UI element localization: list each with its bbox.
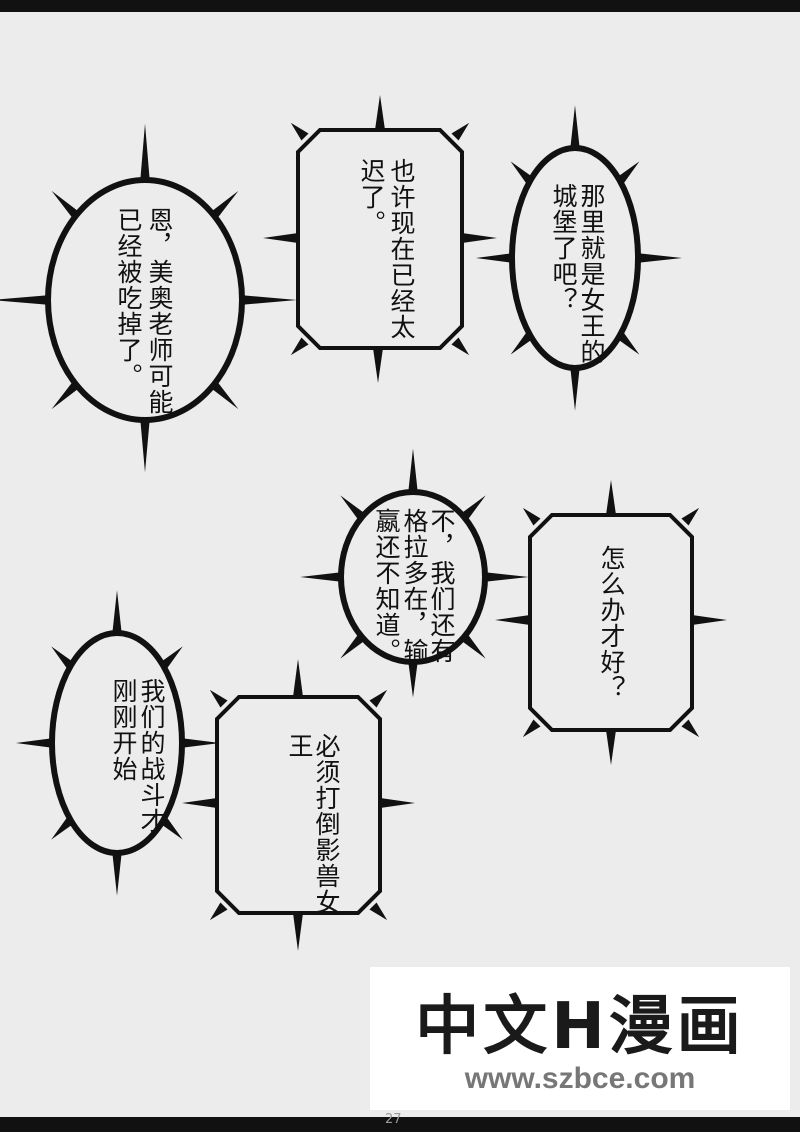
bubble-spike <box>475 253 514 263</box>
bubble-3-outline <box>509 145 641 371</box>
bubble-spike <box>681 507 700 526</box>
bubble-spike <box>239 295 298 305</box>
bubble-line: 不，我们还有 <box>427 508 456 664</box>
bubble-6-outline <box>49 630 185 856</box>
bubble-1-outline <box>45 177 245 423</box>
bubble-line: 也许现在已经太 <box>387 158 416 340</box>
bubble-line: 那里就是女王的 <box>577 183 606 365</box>
page-number: 27 <box>385 1112 402 1127</box>
bubble-spike <box>636 253 683 263</box>
bubble-spike <box>112 590 122 637</box>
bubble-line: 嬴还不知道。 <box>372 508 401 664</box>
bubble-spike <box>495 615 530 625</box>
bubble-spike <box>290 122 309 141</box>
watermark-url: www.szbce.com <box>464 1062 696 1095</box>
bubble-spike <box>681 719 700 738</box>
bottom-border <box>0 1117 800 1132</box>
bubble-spike <box>380 798 415 808</box>
bubble-spike <box>293 913 303 951</box>
bubble-spike <box>140 416 150 473</box>
bubble-spike <box>15 738 54 748</box>
watermark-banner: 中文H漫画 www.szbce.com <box>370 967 790 1110</box>
bubble-spike <box>140 123 150 184</box>
watermark-logo: 中文H漫画 <box>415 990 745 1064</box>
bubble-spike <box>570 105 580 152</box>
bubble-line: 我们的战斗才 <box>137 678 166 834</box>
bubble-spike <box>209 689 228 708</box>
bubble-2-outline <box>296 128 464 350</box>
bubble-spike <box>290 337 309 356</box>
bubble-spike <box>408 448 418 495</box>
bubble-line: 城堡了吧？ <box>549 183 578 313</box>
bubble-spike <box>606 730 616 765</box>
bubble-spike <box>373 348 383 383</box>
bubble-spike <box>522 719 541 738</box>
bubble-line: 格拉多在，输 <box>400 508 429 664</box>
bubble-5-outline <box>528 513 694 732</box>
bubble-line: 已经被吃掉了。 <box>114 207 143 389</box>
bubble-spike <box>482 572 529 582</box>
bubble-spike <box>369 689 388 708</box>
bubble-spike <box>182 798 217 808</box>
bubble-line: 迟了。 <box>357 158 386 236</box>
bubble-line: 恩，美奥老师可能 <box>145 207 174 415</box>
bubble-spike <box>522 507 541 526</box>
bubble-4-outline <box>338 489 488 665</box>
bubble-spike <box>0 295 51 305</box>
top-border <box>0 0 800 12</box>
bubble-line: 刚刚开始 <box>109 678 138 782</box>
bubble-spike <box>209 902 228 921</box>
bubble-line: 必须打倒影兽女 <box>312 733 341 915</box>
bubble-spike <box>606 480 616 515</box>
bubble-spike <box>692 615 727 625</box>
bubble-line: 王 <box>285 733 314 759</box>
bubble-spike <box>408 659 418 698</box>
bubble-spike <box>570 364 580 411</box>
bubble-spike <box>375 95 385 130</box>
bubble-spike <box>112 849 122 896</box>
bubble-line: 怎么办才好？ <box>597 545 626 701</box>
bubble-spike <box>180 738 221 748</box>
bubble-spike <box>451 122 470 141</box>
bubble-spike <box>263 233 298 243</box>
bubble-spike <box>300 572 344 582</box>
bubble-spike <box>451 337 470 356</box>
bubble-7-outline <box>215 695 382 915</box>
bubble-spike <box>369 902 388 921</box>
bubble-spike <box>293 659 303 697</box>
bubble-spike <box>462 233 497 243</box>
